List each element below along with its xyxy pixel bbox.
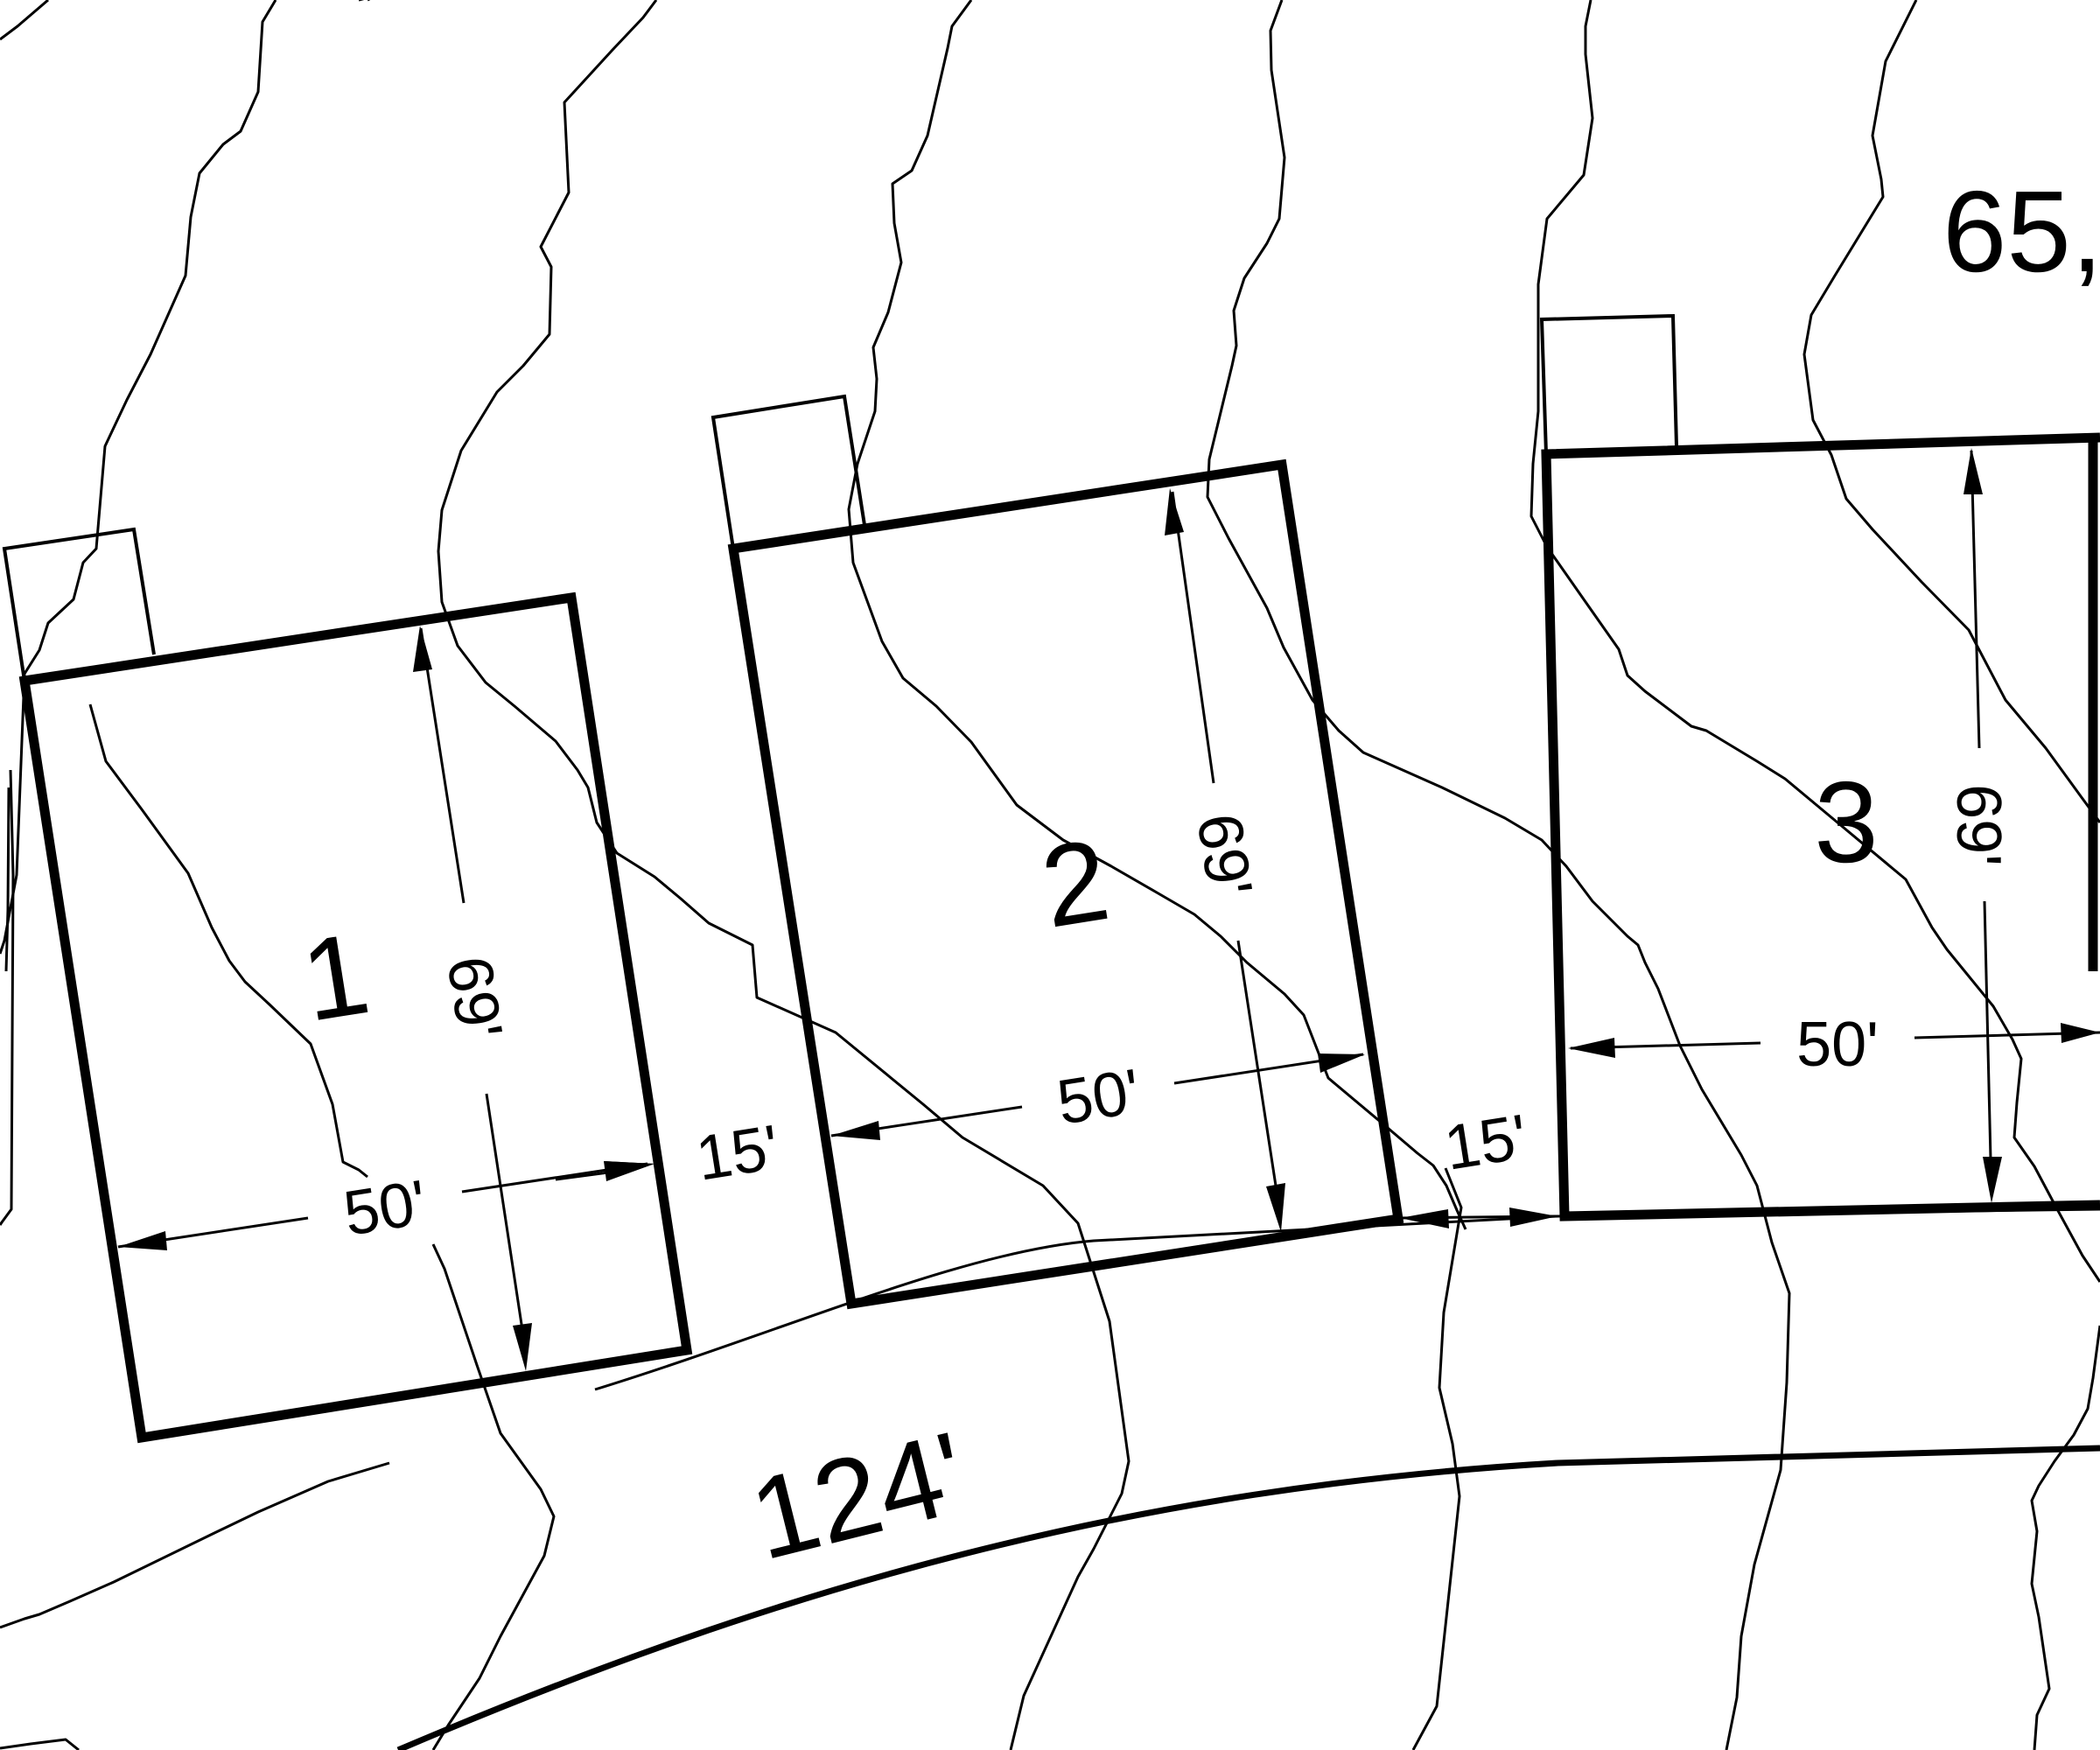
lot-3-width-arrow <box>2061 1023 2100 1043</box>
lot-1-depth-dim-line <box>419 627 466 904</box>
porches <box>2 313 1678 682</box>
setback-right-arrow <box>1509 1208 1558 1227</box>
contour-line <box>4 787 10 972</box>
street-edge-line <box>396 1445 2100 1750</box>
lot-3-boundary <box>1541 432 2100 1222</box>
lot-2-boundary <box>727 458 1404 1310</box>
lot-2-depth-dim-line <box>1236 940 1278 1186</box>
lot-2-width-label: 50' <box>1053 1056 1144 1138</box>
contour-line <box>0 1738 80 1750</box>
lot-3-depth-arrow <box>1983 1157 2002 1203</box>
contour-line <box>2030 1325 2100 1750</box>
side-setback-right-label: 15' <box>1440 1102 1532 1184</box>
contour-line <box>0 769 15 1226</box>
lot-2-depth-arrow <box>1165 488 1184 536</box>
lot-1-depth-arrow <box>413 626 432 672</box>
contour-line <box>88 704 368 1179</box>
contour-line <box>431 1243 556 1750</box>
lot-1-width-label: 50' <box>340 1167 431 1250</box>
lot-1-width-arrow <box>118 1231 167 1250</box>
lot-2-depth-arrow <box>1266 1183 1285 1232</box>
area-label-fragment: 65, <box>1942 167 2100 296</box>
lot-3-depth-dim-line <box>1970 450 1981 749</box>
contour-line <box>0 1461 390 1629</box>
lot-3-depth-label: 69' <box>1943 784 2013 866</box>
lot-3-depth-dim-line <box>1983 900 1992 1160</box>
lot-2-number: 2 <box>1033 815 1117 952</box>
setback-left-dim-line <box>555 1171 609 1181</box>
lot-1-porch <box>2 527 156 682</box>
contour-line <box>1530 0 2100 1283</box>
lot-2-porch <box>710 394 866 550</box>
lot-2-width-arrow <box>1318 1054 1365 1073</box>
lot-1-depth-arrow <box>513 1323 532 1371</box>
lot-3-number: 3 <box>1814 758 1878 886</box>
setback-left-arrow <box>604 1161 654 1181</box>
lot-3-porch <box>1539 313 1678 455</box>
contour-line <box>1802 0 2100 823</box>
lot-1-depth-dim-line <box>485 1093 524 1331</box>
street <box>396 1208 2100 1750</box>
side-setback-left-label: 15' <box>691 1112 783 1194</box>
lot-2-depth-dim-line <box>1171 491 1215 784</box>
lot-1-number: 1 <box>293 908 377 1046</box>
contour-line <box>0 0 49 41</box>
lot-1-depth-label: 69' <box>433 952 515 1044</box>
lot-3-width-label: 50' <box>1796 1010 1879 1080</box>
lot-2-depth-label: 69' <box>1183 809 1265 901</box>
lot-3-width-arrow <box>1568 1038 1615 1058</box>
street-setback-line <box>594 1208 2100 1391</box>
dimensions <box>117 448 2100 1371</box>
contour-line <box>437 0 1130 1750</box>
labels: 65, 1 2 3 50' 50' 50' 69' 69' 69' 15' 15… <box>293 167 2100 1584</box>
lot-2-width-arrow <box>831 1121 880 1140</box>
contour-line <box>1206 0 1791 1750</box>
setback-right-arrow <box>1400 1209 1449 1228</box>
lot-3-depth-arrow <box>1964 448 1983 494</box>
contour-line <box>1411 1167 1463 1750</box>
lot-boundaries <box>18 432 2100 1444</box>
contour-line <box>0 0 277 955</box>
contour-line <box>847 0 1467 1230</box>
lot-1-boundary <box>18 592 693 1444</box>
